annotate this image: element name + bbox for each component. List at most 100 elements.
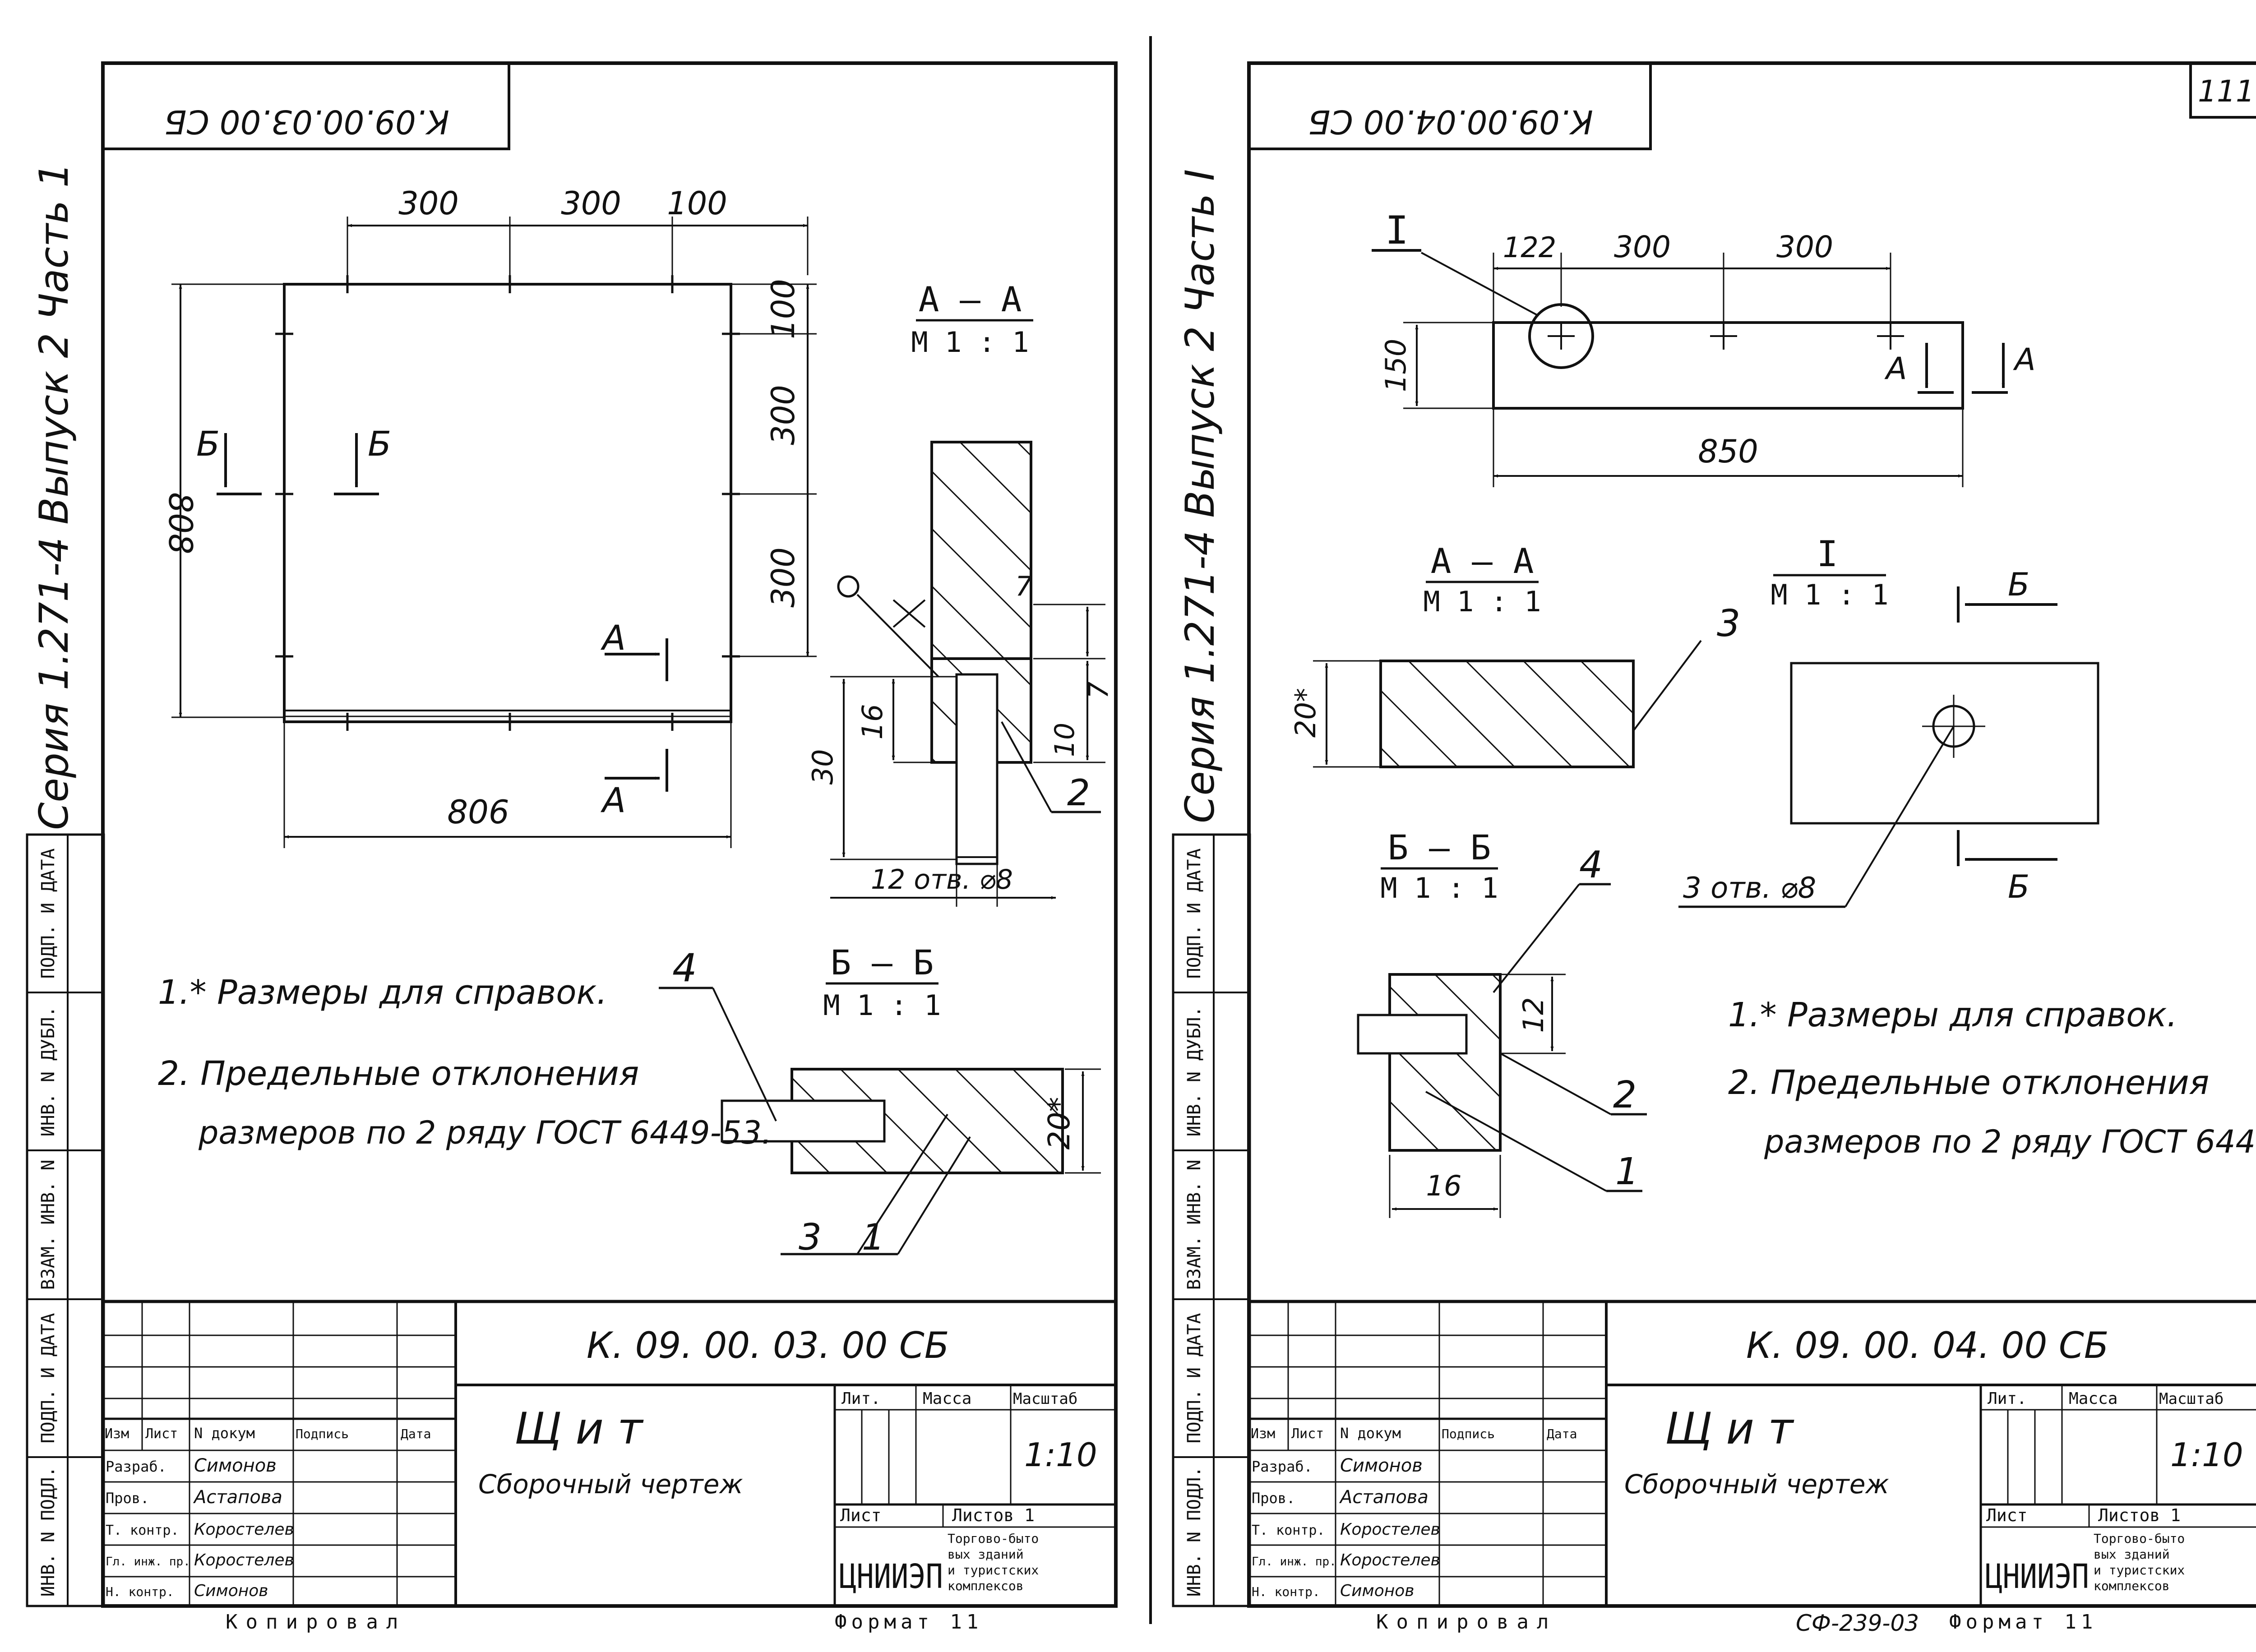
right-tb-name-1: Симонов	[1340, 1455, 1423, 1476]
left-tb-org-desc-3: и туристских	[948, 1563, 1039, 1578]
left-footer-format: Формат 11	[835, 1610, 983, 1634]
right-tb-role-5: Н. контр.	[1252, 1584, 1320, 1599]
left-tb-col-list: Лист	[145, 1426, 178, 1442]
left-aa-dim-7: 7	[1083, 682, 1114, 699]
left-tb-col-sign: Подпись	[296, 1426, 349, 1441]
right-bar-main-view: 122 300 300 150 850 I А А	[1372, 208, 2036, 487]
left-section-b-mark-1: Б	[196, 424, 220, 464]
right-bb-dim-16: 16	[1426, 1169, 1462, 1202]
left-tb-org: ЦНИИЭП	[839, 1557, 943, 1596]
right-section-a-mark-1: А	[1884, 351, 1907, 387]
left-note-2: 2. Предельные отклонения	[158, 1054, 639, 1093]
left-title-block: Изм Лист N докум Подпись Дата Разраб. Пр…	[101, 1300, 1118, 1608]
right-tb-role-4: Гл. инж. пр.	[1252, 1555, 1336, 1569]
right-tb-name-3: Коростелев	[1340, 1520, 1440, 1539]
left-tb-role-1: Разраб.	[106, 1458, 166, 1475]
right-tb-org-desc-2: вых зданий	[2094, 1547, 2170, 1562]
left-dim-right-300a: 300	[765, 385, 802, 445]
left-bb-scale: М 1 : 1	[823, 989, 941, 1022]
right-tb-scale: 1:10	[2170, 1436, 2243, 1474]
left-side-series-text: Серия 1.271-4 Выпуск 2 Часть 1	[31, 162, 77, 830]
left-stamp-cell-5: ИНВ. N ПОДЛ.	[38, 1467, 59, 1597]
right-tb-col-list: Лист	[1291, 1426, 1324, 1442]
right-tb-code: К. 09. 00. 04. 00 СБ	[1746, 1324, 2109, 1366]
right-aa-scale: М 1 : 1	[1423, 585, 1541, 618]
left-section-b-mark-2: Б	[368, 424, 391, 464]
left-tb-lit: Лит.	[841, 1389, 881, 1408]
right-dim-top-122: 122	[1503, 231, 1556, 264]
left-tb-name-2: Астапова	[193, 1487, 282, 1508]
left-dim-top-300a: 300	[398, 185, 459, 222]
right-footer-format: Формат 11	[1949, 1610, 2097, 1634]
right-rotated-code: К.09.00.04.00 СБ	[1308, 103, 1593, 141]
right-callout-2: 2	[1613, 1074, 1637, 1117]
left-bb-dim-20: 20*	[1042, 1097, 1077, 1150]
left-stamp-cell-2: ИНВ. N ДУБЛ.	[38, 1006, 59, 1137]
left-sheet: К.09.00.03.00 СБ Серия 1.271-4 Выпуск 2 …	[26, 61, 1118, 1634]
left-aa-holes: 12 отв. ⌀8	[871, 864, 1013, 895]
right-bb-title: Б — Б	[1388, 827, 1491, 868]
left-aa-dim-30: 30	[806, 749, 839, 785]
left-tb-col-izm: Изм	[105, 1426, 129, 1442]
right-side-stamp-table: ПОДП. И ДАТА ИНВ. N ДУБЛ. ВЗАМ. ИНВ. N П…	[1172, 833, 1251, 1607]
right-stamp-cell-4: ПОДП. И ДАТА	[1184, 1313, 1205, 1444]
right-tb-subtitle: Сборочный чертеж	[1624, 1469, 1889, 1500]
right-stamp-cell-3: ВЗАМ. ИНВ. N	[1184, 1160, 1205, 1290]
right-tb-name: Щ и т	[1665, 1403, 1794, 1454]
left-tb-org-desc-4: комплексов	[948, 1578, 1024, 1593]
left-panel-main-view: 300 300 100 100 300 300 808 806	[162, 185, 817, 848]
right-stamp-cell-1: ПОДП. И ДАТА	[1184, 849, 1205, 979]
left-tb-org-desc-1: Торгово-быто	[948, 1531, 1039, 1546]
left-dim-right-300b: 300	[765, 547, 802, 608]
left-footer-copied: Копировал	[226, 1610, 406, 1634]
right-tb-lit: Лит.	[1988, 1389, 2027, 1408]
left-aa-dim-16: 16	[856, 704, 889, 740]
left-aa-dim-7-top: 7	[1015, 571, 1032, 602]
left-callout-4: 4	[672, 946, 697, 991]
left-tb-scale: 1:10	[1024, 1436, 1097, 1474]
right-det-title: I	[1817, 534, 1838, 575]
right-section-aa: А — А М 1 : 1 20* 3	[1289, 541, 1740, 768]
right-tb-col-izm: Изм	[1251, 1426, 1275, 1442]
right-tb-org-desc-4: комплексов	[2094, 1578, 2170, 1593]
left-tb-code: К. 09. 00. 03. 00 СБ	[587, 1324, 949, 1366]
left-note-3: размеров по 2 ряду ГОСТ 6449-53.	[198, 1114, 772, 1151]
left-side-stamp-table: ПОДП. И ДАТА ИНВ. N ДУБЛ. ВЗАМ. ИНВ. N П…	[26, 833, 105, 1607]
left-stamp-cell-1: ПОДП. И ДАТА	[38, 849, 59, 979]
right-note-1: 1.* Размеры для справок.	[1728, 996, 2177, 1034]
right-dim-height-150: 150	[1379, 339, 1412, 392]
right-note-3: размеров по 2 ряду ГОСТ 6449-53.	[1764, 1123, 2256, 1160]
right-bb-scale: М 1 : 1	[1380, 872, 1498, 904]
left-aa-scale: М 1 : 1	[911, 326, 1029, 359]
right-tb-name-5: Симонов	[1340, 1582, 1415, 1600]
right-detail-i: I М 1 : 1 3 отв. ⌀8 Б Б	[1678, 534, 2099, 908]
left-tb-name-5: Симонов	[194, 1582, 268, 1600]
left-stamp-cell-4: ПОДП. И ДАТА	[38, 1313, 59, 1444]
left-section-a-mark-1: А	[600, 618, 626, 658]
right-tb-role-2: Пров.	[1252, 1490, 1295, 1507]
left-dim-top-300b: 300	[561, 185, 621, 222]
left-tb-sheets: Листов 1	[952, 1505, 1035, 1525]
left-tb-col-doc: N докум	[194, 1425, 255, 1442]
left-dim-height-808: 808	[162, 492, 199, 554]
left-tb-sheet: Лист	[840, 1505, 882, 1525]
left-callout-1: 1	[862, 1216, 885, 1258]
right-tb-sheet: Лист	[1986, 1505, 2028, 1525]
right-tb-name-4: Коростелев	[1340, 1551, 1440, 1569]
right-aa-dim-20: 20*	[1289, 688, 1322, 738]
left-callout-2: 2	[1067, 772, 1090, 814]
left-rotated-code: К.09.00.03.00 СБ	[164, 103, 449, 141]
right-det-scale: М 1 : 1	[1771, 578, 1888, 611]
left-tb-scale-label: Масштаб	[1013, 1390, 1077, 1408]
page-number-box: 111	[2189, 62, 2256, 119]
left-tb-role-2: Пров.	[106, 1490, 149, 1507]
right-tb-name-2: Астапова	[1339, 1487, 1428, 1508]
right-stamp-cell-5: ИНВ. N ПОДЛ.	[1184, 1467, 1205, 1597]
right-sheet: К.09.00.04.00 СБ 111 Серия 1.271-4 Выпус…	[1172, 61, 2256, 1636]
left-dim-width-806: 806	[447, 793, 509, 831]
right-section-b-mark-1: Б	[2008, 566, 2029, 603]
right-notes: 1.* Размеры для справок. 2. Предельные о…	[1728, 996, 2256, 1160]
left-callout-3: 3	[799, 1216, 822, 1258]
right-tb-org-desc-1: Торгово-быто	[2094, 1531, 2185, 1546]
